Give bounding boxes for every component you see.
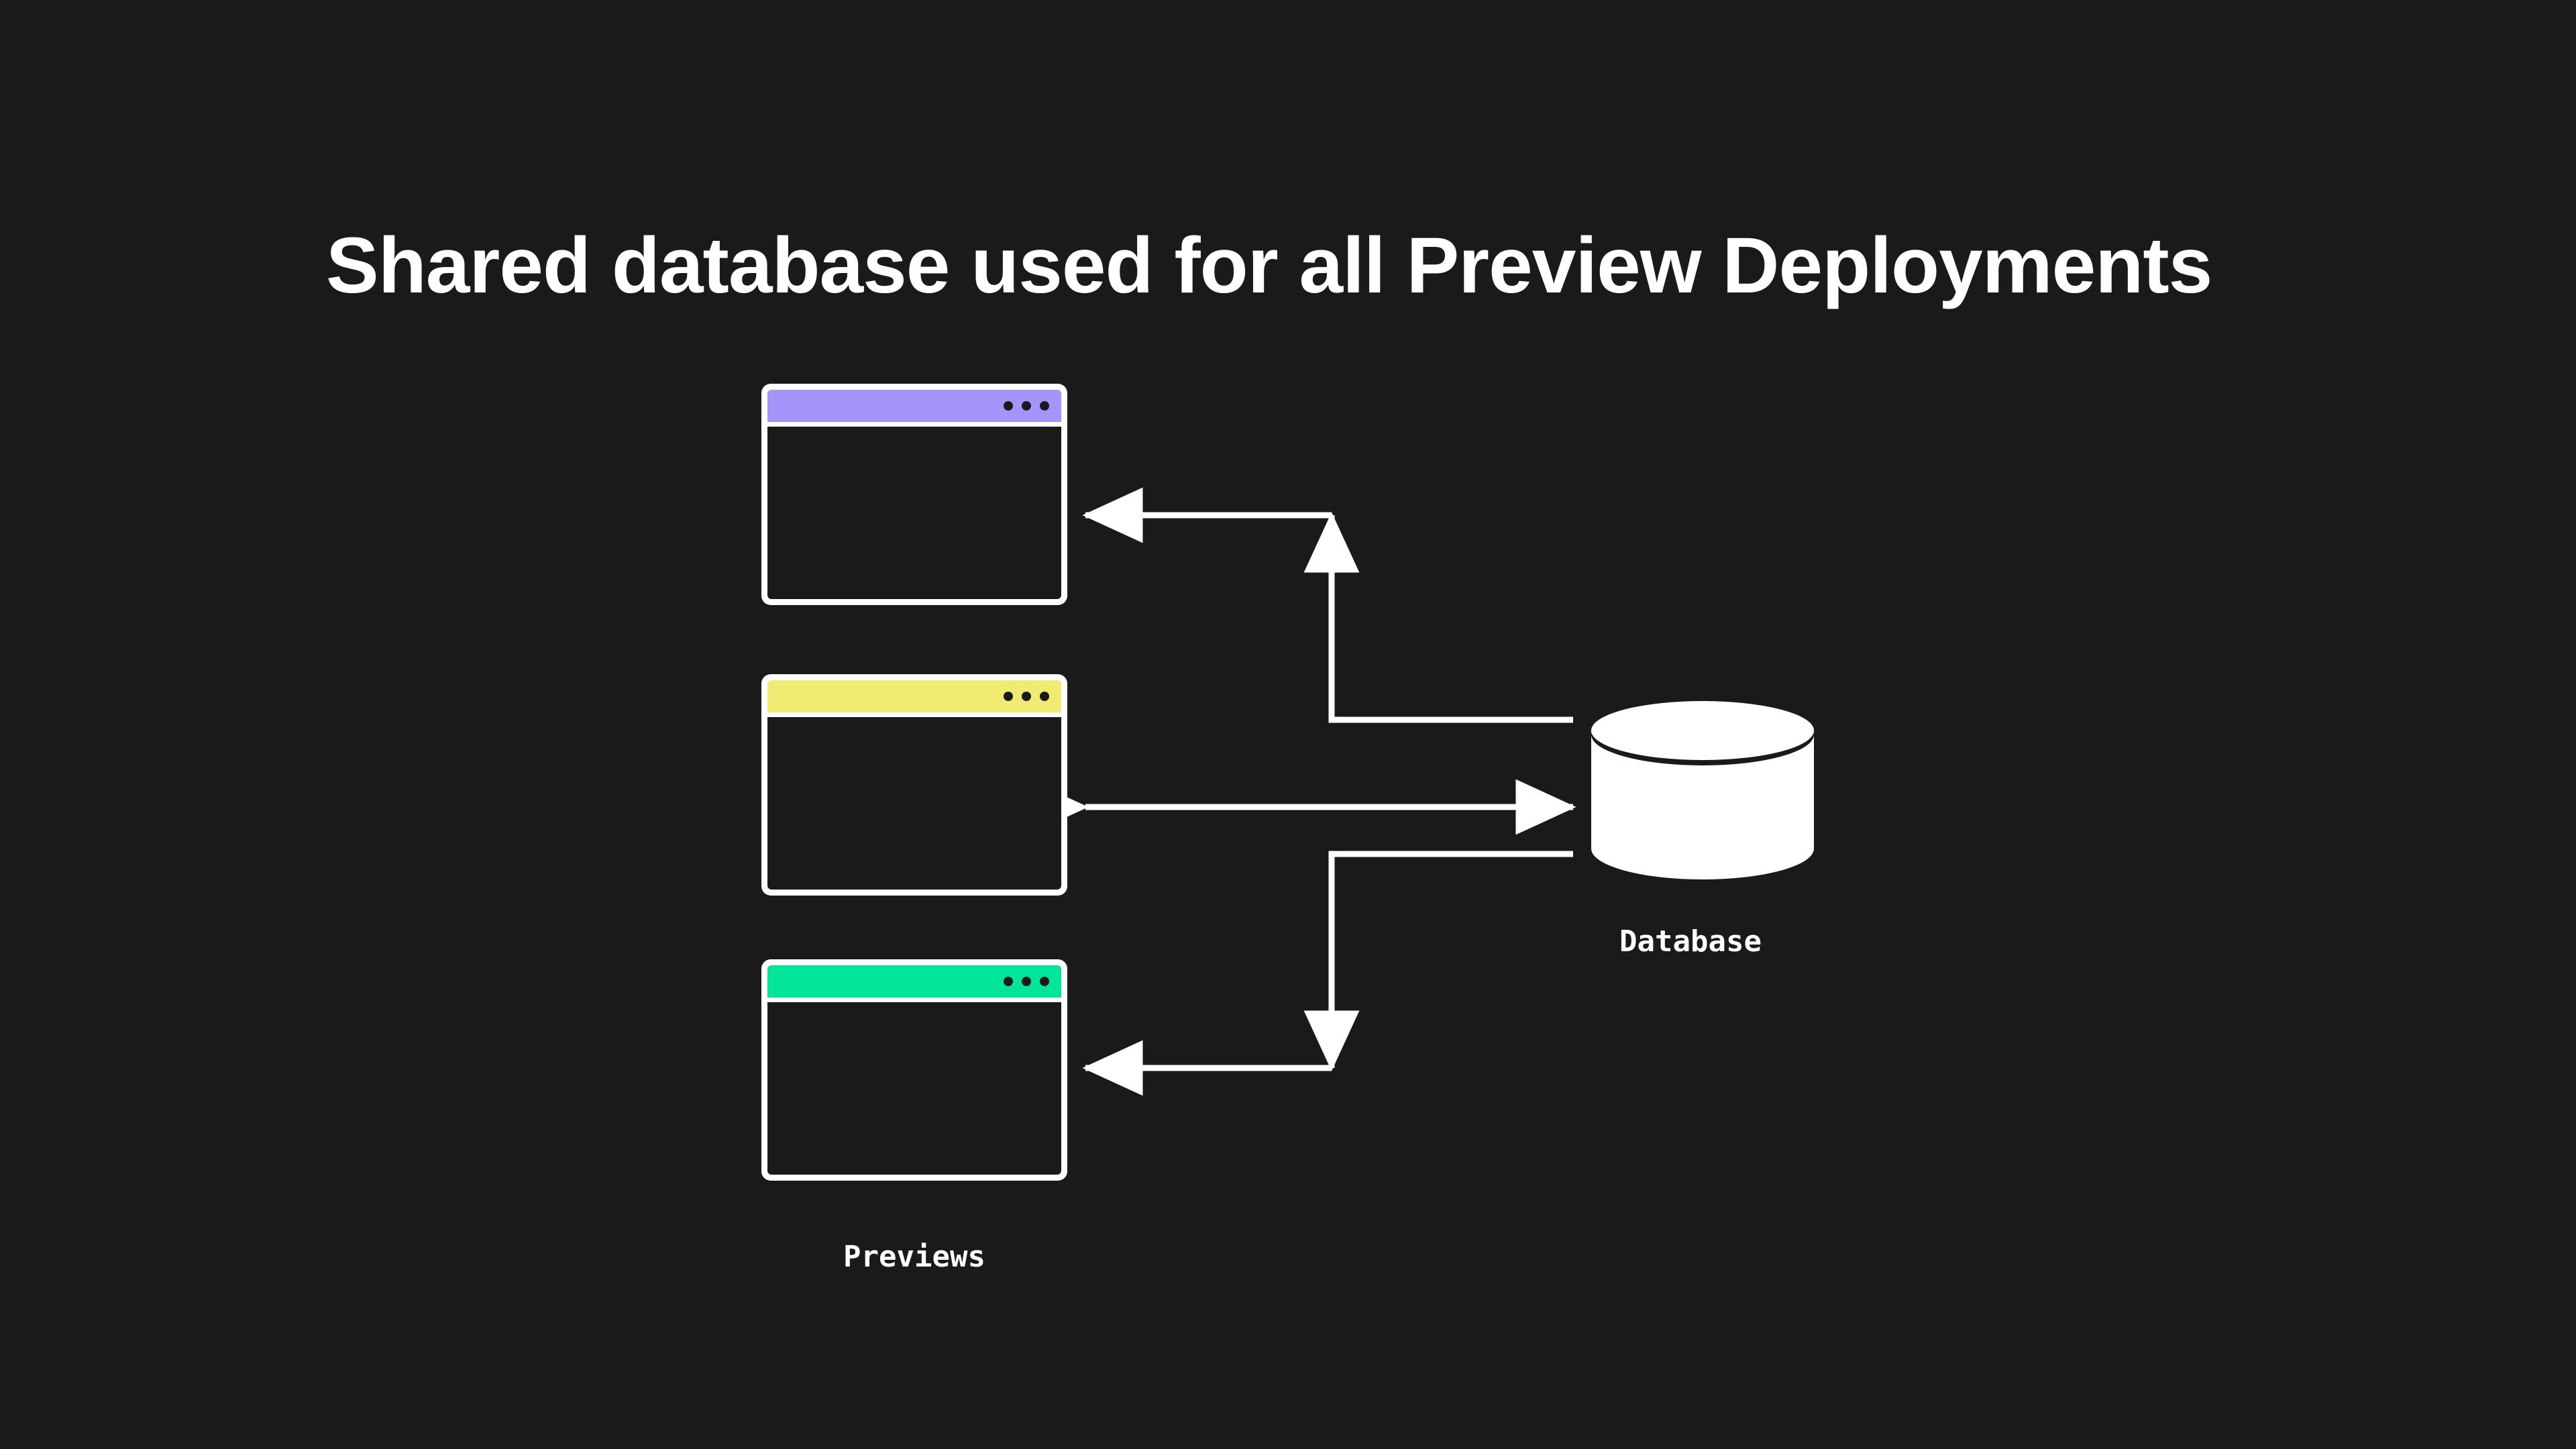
window-dot-icon[interactable]: [1022, 692, 1031, 701]
window-controls-yellow: [1004, 692, 1049, 701]
connector-green-segment-to-database: [1303, 851, 1573, 1071]
window-body-green: [767, 1002, 1061, 1175]
window-titlebar-purple: [767, 390, 1061, 422]
database-cylinder-icon: [1591, 701, 1814, 879]
window-titlebar-yellow: [767, 680, 1061, 712]
connector-purple-segment-to-database: [1303, 512, 1573, 723]
preview-window-yellow[interactable]: [761, 674, 1067, 896]
preview-window-green[interactable]: [761, 959, 1067, 1181]
window-body-purple: [767, 427, 1061, 599]
database-caption: Database: [1619, 924, 1762, 959]
window-dot-icon[interactable]: [1022, 977, 1031, 986]
previews-caption: Previews: [843, 1240, 985, 1274]
cylinder-top: [1591, 701, 1814, 760]
window-dot-icon[interactable]: [1040, 401, 1049, 411]
window-dot-icon[interactable]: [1004, 401, 1013, 411]
page-title: Shared database used for all Preview Dep…: [326, 221, 2212, 311]
cylinder-body: [1591, 729, 1814, 879]
window-dot-icon[interactable]: [1040, 692, 1049, 701]
window-controls-purple: [1004, 401, 1049, 411]
window-controls-green: [1004, 977, 1049, 986]
preview-window-purple[interactable]: [761, 384, 1067, 605]
window-dot-icon[interactable]: [1022, 401, 1031, 411]
window-titlebar-green: [767, 965, 1061, 998]
window-dot-icon[interactable]: [1040, 977, 1049, 986]
window-body-yellow: [767, 717, 1061, 890]
window-dot-icon[interactable]: [1004, 692, 1013, 701]
window-dot-icon[interactable]: [1004, 977, 1013, 986]
